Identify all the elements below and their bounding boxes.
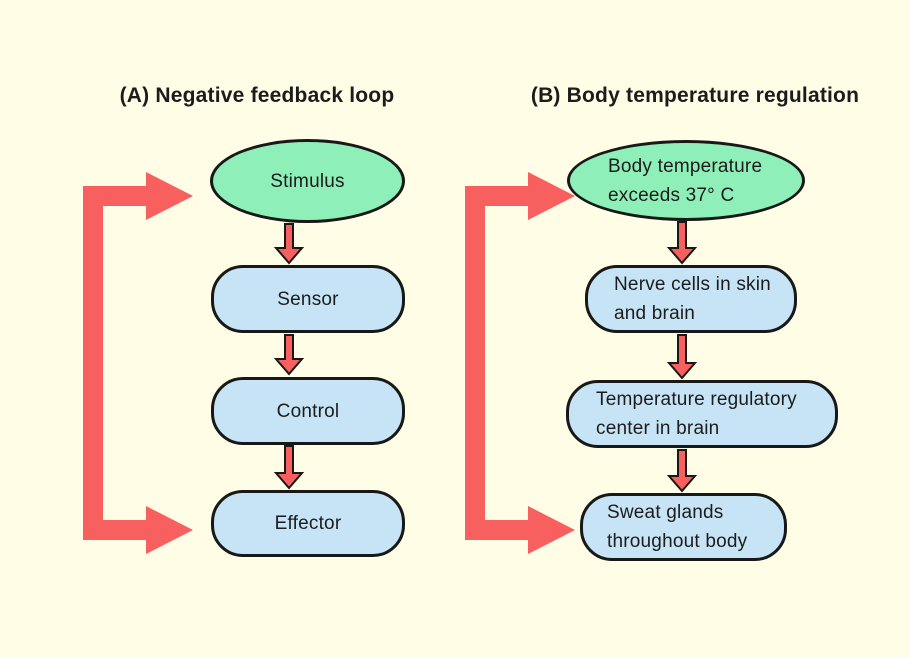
node-control-label: Control xyxy=(276,400,340,422)
node-stimulus-label: Stimulus xyxy=(270,170,345,192)
node-effector: Effector xyxy=(211,490,405,557)
node-nerve-cells-line2: and brain xyxy=(614,303,696,324)
node-trigger-line1: Body temperature xyxy=(608,155,763,177)
node-stimulus: Stimulus xyxy=(210,139,405,223)
node-regulatory-center: Temperature regulatory center in brain xyxy=(566,380,838,448)
feedback-loop-arrow-a xyxy=(83,172,193,554)
feedback-loop-arrow-b xyxy=(465,172,575,554)
node-sweat-glands-line1: Sweat glands xyxy=(607,502,724,523)
diagram-b-title: (B) Body temperature regulation xyxy=(530,84,860,107)
node-sensor: Sensor xyxy=(211,265,405,333)
flow-arrow-stimulus-sensor xyxy=(273,223,305,265)
node-sweat-glands-line2: throughout body xyxy=(607,531,748,552)
flow-arrow-control-effector xyxy=(273,445,305,490)
node-trigger-line2: exceeds 37° C xyxy=(608,184,735,206)
node-regulatory-center-line1: Temperature regulatory xyxy=(596,389,797,410)
flow-arrow-regcenter-sweatglands xyxy=(666,449,698,493)
node-nerve-cells: Nerve cells in skin and brain xyxy=(585,265,797,333)
diagram-a-title: (A) Negative feedback loop xyxy=(119,84,395,107)
node-body-temperature-trigger: Body temperature exceeds 37° C xyxy=(567,140,805,221)
node-sensor-label: Sensor xyxy=(277,288,339,310)
node-nerve-cells-line1: Nerve cells in skin xyxy=(614,274,771,295)
flow-arrow-trigger-nervecells xyxy=(666,221,698,265)
flow-arrow-sensor-control xyxy=(273,334,305,376)
node-regulatory-center-line2: center in brain xyxy=(596,418,720,439)
node-sweat-glands: Sweat glands throughout body xyxy=(580,493,787,561)
flow-arrow-nervecells-regcenter xyxy=(666,334,698,380)
node-control: Control xyxy=(211,377,405,445)
node-effector-label: Effector xyxy=(274,513,342,534)
